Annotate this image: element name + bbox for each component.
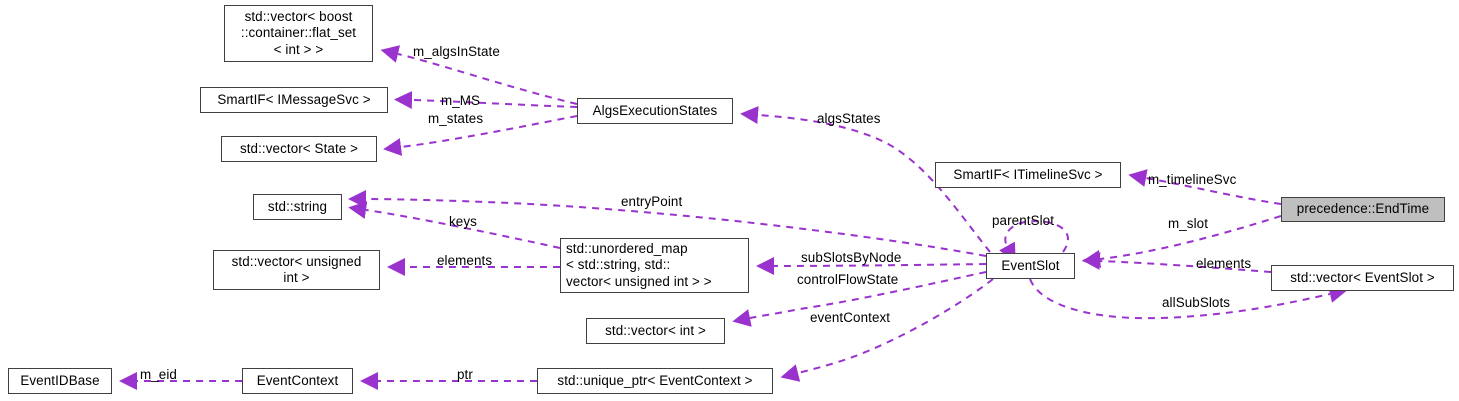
node-vec-int: std::vector< int > xyxy=(586,318,725,344)
edge-label-parentSlot: parentSlot xyxy=(992,213,1055,228)
node-smartif-imessagesvc: SmartIF< IMessageSvc > xyxy=(200,87,388,113)
edge-label-elements-uint: elements xyxy=(437,253,493,268)
edge-label-m-slot: m_slot xyxy=(1168,216,1209,231)
edge-label-ptr: ptr xyxy=(457,367,473,382)
edge-label-m-algsInState: m_algsInState xyxy=(413,44,500,59)
edge-label-elements-eventslot: elements xyxy=(1196,256,1252,271)
edge-label-entryPoint: entryPoint xyxy=(621,194,683,209)
edge-label-subSlotsByNode: subSlotsByNode xyxy=(801,250,902,265)
node-unique-ptr-eventcontext: std::unique_ptr< EventContext > xyxy=(537,368,773,394)
edge-label-allSubSlots: allSubSlots xyxy=(1162,295,1231,310)
node-eventidbase: EventIDBase xyxy=(8,368,112,394)
edge-m-MS xyxy=(394,91,578,109)
node-algsexecutionstates: AlgsExecutionStates xyxy=(577,98,733,124)
edge-label-controlFlowState: controlFlowState xyxy=(797,272,899,287)
node-unordered-map: std::unordered_map < std::string, std:: … xyxy=(560,238,749,293)
edge-label-m-states: m_states xyxy=(428,111,484,126)
node-vec-flatset: std::vector< boost ::container::flat_set… xyxy=(224,5,373,62)
edge-label-m-MS: m_MS xyxy=(441,93,481,108)
node-eventslot: EventSlot xyxy=(986,253,1075,279)
node-std-string: std::string xyxy=(253,194,342,220)
node-smartif-itimelinesvc: SmartIF< ITimelineSvc > xyxy=(935,162,1121,188)
edge-label-algsStates: algsStates xyxy=(817,111,881,126)
edge-label-keys: keys xyxy=(449,214,477,229)
node-vec-eventslot: std::vector< EventSlot > xyxy=(1271,265,1454,291)
node-eventcontext: EventContext xyxy=(242,368,353,394)
node-vec-unsigned-int: std::vector< unsigned int > xyxy=(213,250,380,290)
edge-label-m-timelineSvc: m_timelineSvc xyxy=(1148,172,1237,187)
node-precedence-endtime: precedence::EndTime xyxy=(1281,197,1445,222)
node-vec-state: std::vector< State > xyxy=(221,136,377,162)
edge-eventContext xyxy=(780,278,994,382)
edge-m-algsInState xyxy=(380,45,578,105)
edge-label-m-eid: m_eid xyxy=(140,367,177,382)
edge-label-eventContext: eventContext xyxy=(810,310,891,325)
